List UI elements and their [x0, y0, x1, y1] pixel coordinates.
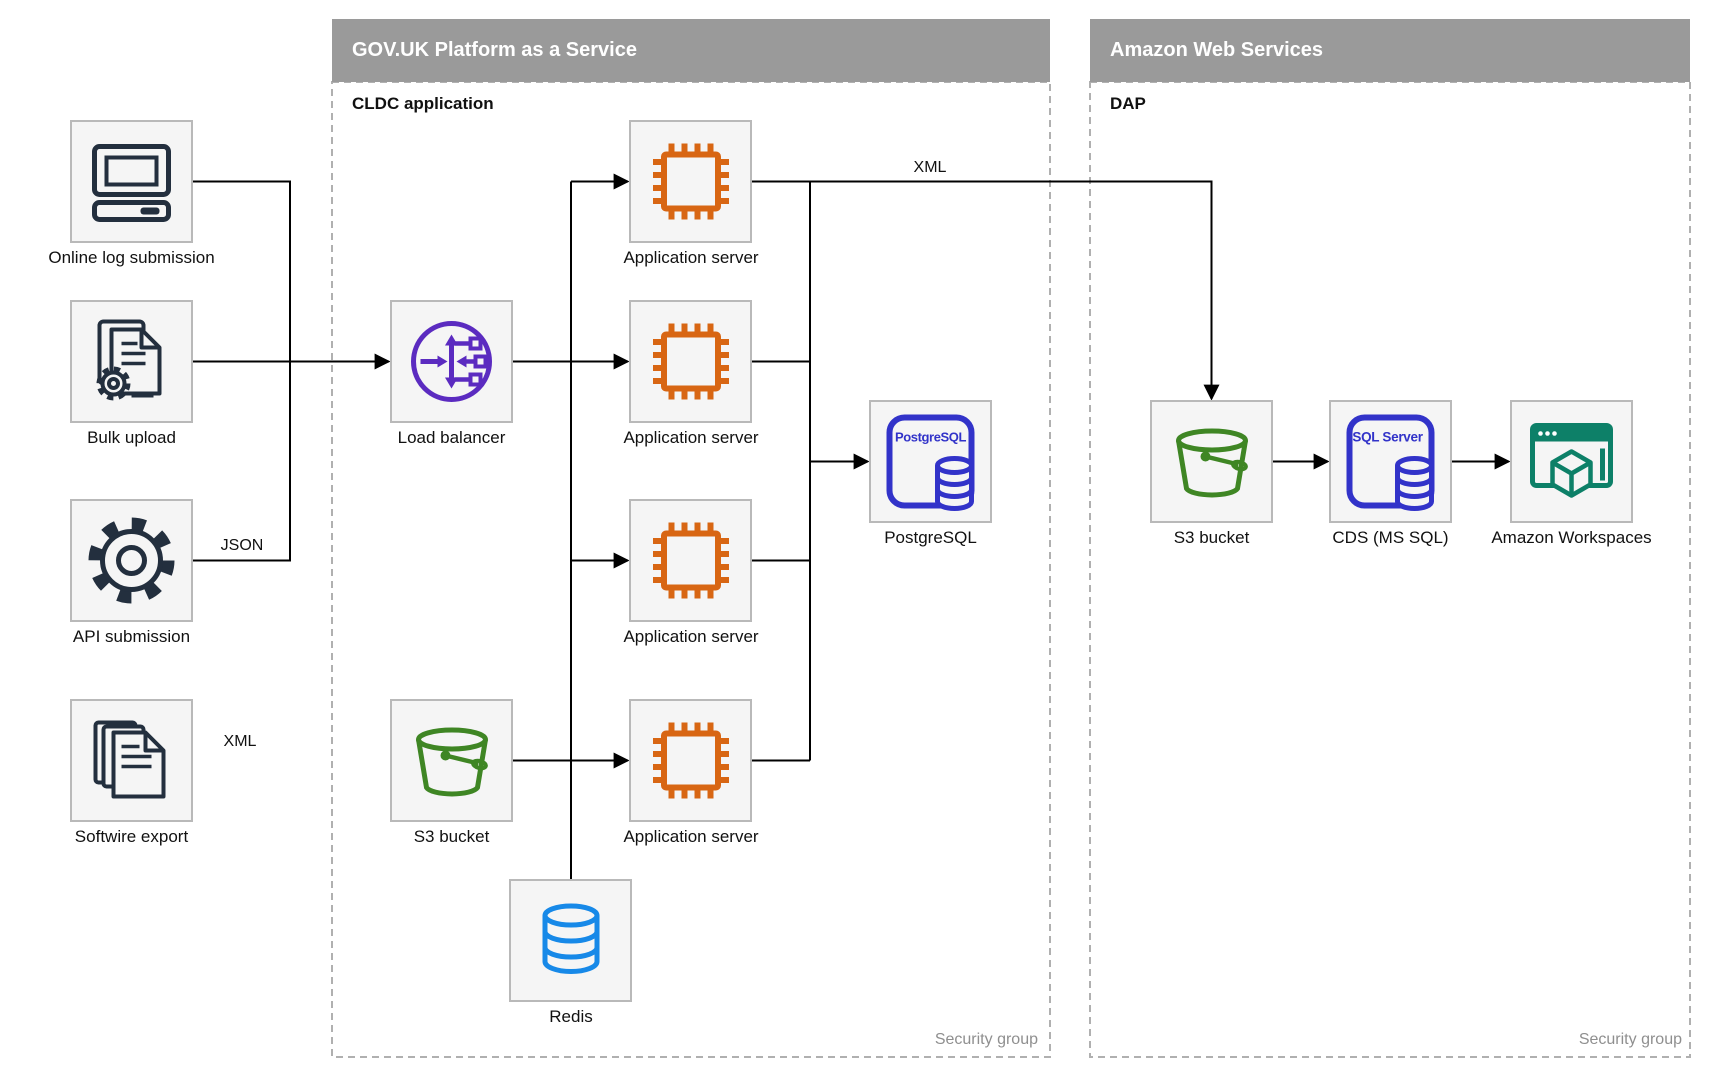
dap-label: DAP — [1110, 94, 1146, 113]
node-box — [390, 699, 513, 822]
node-box — [70, 120, 193, 243]
xml-edge-label-dap: XML — [914, 159, 947, 176]
sql-server-badge-text: SQL Server — [1352, 430, 1423, 445]
node-load-balancer: Load balancer — [390, 300, 513, 447]
node-label: PostgreSQL — [884, 528, 977, 547]
node-bulk-upload: Bulk upload — [70, 300, 193, 447]
node-postgresql: PostgreSQL PostgreSQL — [869, 400, 992, 547]
node-softwire-export: Softwire export — [70, 699, 193, 846]
node-box — [1150, 400, 1273, 523]
node-label: S3 bucket — [414, 827, 490, 846]
load-balancer-icon — [411, 321, 492, 402]
node-amazon-workspaces: Amazon Workspaces — [1491, 400, 1652, 547]
edge-api-to-junction — [192, 361, 291, 562]
gear-icon — [88, 517, 175, 604]
node-s3-bucket-aws: S3 bucket — [1150, 400, 1273, 547]
sql-server-icon: SQL Server — [1346, 414, 1435, 511]
govuk-paas-container: GOV.UK Platform as a Service CLDC applic… — [331, 19, 1051, 1058]
govuk-paas-boundary — [331, 81, 1051, 1058]
node-label: S3 bucket — [1174, 528, 1250, 547]
chip-icon — [653, 522, 729, 599]
json-edge-label: JSON — [221, 537, 264, 554]
aws-boundary — [1089, 81, 1691, 1058]
postgresql-icon: PostgreSQL — [886, 414, 975, 511]
workspaces-icon — [1530, 423, 1613, 498]
node-label: Load balancer — [398, 428, 506, 447]
node-box — [629, 300, 752, 423]
node-box — [629, 120, 752, 243]
database-icon — [542, 903, 600, 974]
aws-title: Amazon Web Services — [1110, 39, 1323, 61]
node-label: Online log submission — [48, 248, 214, 267]
edge-xml-to-aws-s3 — [752, 180, 1220, 401]
node-label: Amazon Workspaces — [1491, 528, 1651, 547]
computer-icon — [92, 144, 171, 222]
node-label: Application server — [623, 248, 758, 267]
cldc-application-label: CLDC application — [352, 94, 494, 113]
node-application-server-3: Application server — [623, 499, 759, 646]
xml-edge-label-softwire: XML — [224, 733, 257, 750]
govuk-paas-title: GOV.UK Platform as a Service — [352, 39, 637, 61]
document-gear-icon — [96, 319, 162, 401]
node-box — [629, 699, 752, 822]
node-label: Application server — [623, 627, 758, 646]
node-redis: Redis — [509, 879, 632, 1026]
node-label: Redis — [549, 1007, 592, 1026]
node-application-server-4: Application server — [623, 699, 759, 846]
node-label: API submission — [73, 627, 190, 646]
node-cds-ms-sql: SQL Server CDS (MS SQL) — [1329, 400, 1452, 547]
node-label: Application server — [623, 428, 758, 447]
aws-container: Amazon Web Services DAP Security group — [1089, 19, 1691, 1058]
bucket-icon — [416, 727, 488, 797]
node-api-submission: API submission — [70, 499, 193, 646]
govuk-paas-header — [332, 19, 1050, 82]
node-label: Bulk upload — [87, 428, 176, 447]
node-online-log-submission: Online log submission — [48, 120, 215, 267]
chip-icon — [653, 143, 729, 220]
documents-icon — [93, 720, 166, 799]
aws-security-group-label: Security group — [1579, 1031, 1682, 1048]
govuk-security-group-label: Security group — [935, 1031, 1038, 1048]
postgresql-badge-text: PostgreSQL — [895, 430, 967, 445]
chip-icon — [653, 323, 729, 400]
chip-icon — [653, 722, 729, 799]
edge-online-log-to-junction — [192, 180, 291, 362]
node-box — [629, 499, 752, 622]
node-application-server-2: Application server — [623, 300, 759, 447]
aws-header — [1090, 19, 1690, 82]
node-s3-bucket-paas: S3 bucket — [390, 699, 513, 846]
node-label: Softwire export — [75, 827, 189, 846]
bucket-icon — [1176, 428, 1248, 498]
connectors: JSON XML XML — [192, 159, 1511, 880]
node-application-server-1: Application server — [623, 120, 759, 267]
node-label: CDS (MS SQL) — [1332, 528, 1448, 547]
node-label: Application server — [623, 827, 758, 846]
